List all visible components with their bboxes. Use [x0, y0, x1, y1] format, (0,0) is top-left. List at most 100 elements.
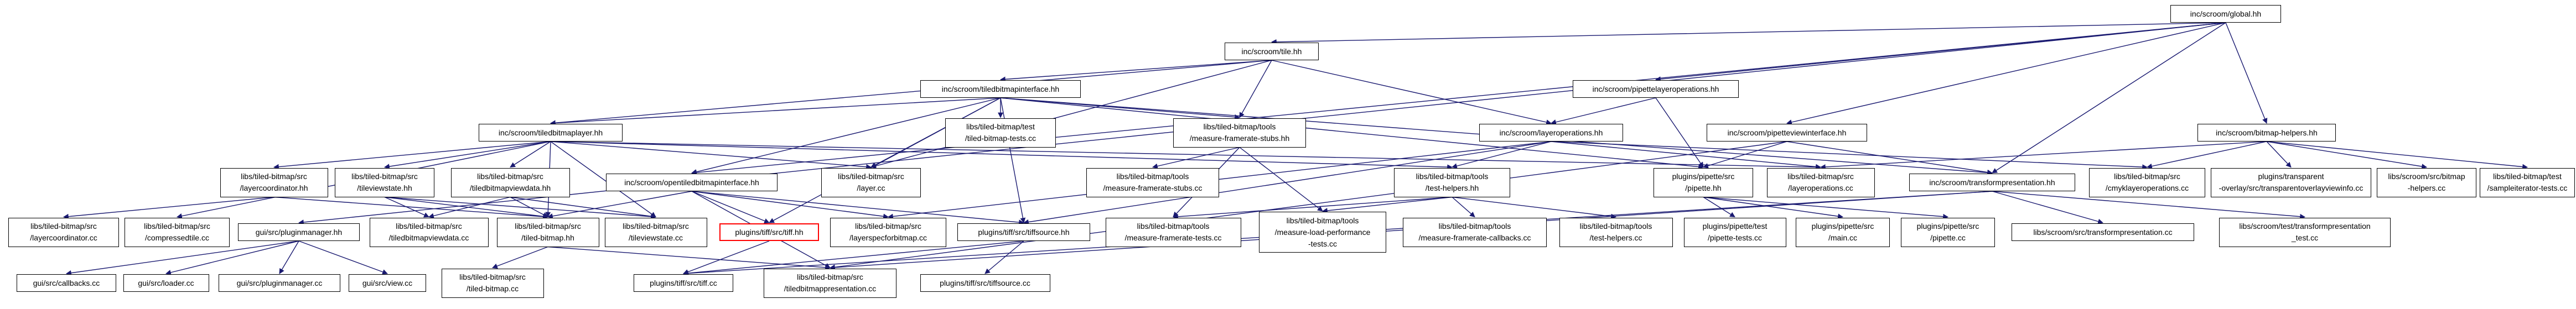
- graph-node-tiled-bitmap-hh[interactable]: libs/tiled-bitmap/src/tiled-bitmap.hh: [496, 217, 599, 247]
- graph-node-tiledbitmappresentation-cc[interactable]: libs/tiled-bitmap/src/tiledbitmappresent…: [764, 268, 896, 298]
- graph-node-callbacks-cc[interactable]: gui/src/callbacks.cc: [17, 274, 116, 292]
- graph-node-tileviewstate-hh[interactable]: libs/tiled-bitmap/src/tileviewstate.hh: [335, 167, 434, 197]
- graph-node-gui-pluginmanager-cc[interactable]: gui/src/pluginmanager.cc: [219, 274, 340, 292]
- graph-node-tiled-bitmap-cc[interactable]: libs/tiled-bitmap/src/tiled-bitmap.cc: [441, 268, 544, 298]
- graph-node-tiff-cc[interactable]: plugins/tiff/src/tiff.cc: [634, 274, 733, 292]
- graph-node-label-line: /tiledbitmapviewdata.hh: [469, 184, 551, 192]
- graph-node-label-line: inc/scroom/opentiledbitmapinterface.hh: [624, 177, 759, 187]
- include-edge-tiled-bitmap-hh--tiledbitmappresentation-cc: [547, 246, 831, 270]
- graph-node-label-line: libs/tiled-bitmap/src: [515, 222, 581, 231]
- graph-node-label-line: libs/tiled-bitmap/src: [623, 222, 689, 231]
- graph-node-label-line: libs/tiled-bitmap/src: [30, 222, 97, 231]
- graph-node-transparentoverlayviewinfo-cc[interactable]: plugins/transparent-overlay/src/transpar…: [2211, 167, 2371, 197]
- include-edge-layeroperations-hh--layeroperations-cc: [1551, 141, 1821, 170]
- graph-node-label-line: libs/tiled-bitmap/src: [838, 172, 904, 181]
- graph-node-label-line: /tiled-bitmap-tests.cc: [965, 134, 1036, 143]
- graph-node-tiff-hh[interactable]: plugins/tiff/src/tiff.hh: [719, 223, 819, 241]
- graph-node-tiledbitmaplayer[interactable]: inc/scroom/tiledbitmaplayer.hh: [479, 124, 623, 142]
- graph-node-gui-pluginmanager-hh[interactable]: gui/src/pluginmanager.hh: [238, 223, 360, 241]
- include-edge-measure-framerate-stubs-hh--measure-load-performance-tests-cc: [1239, 146, 1323, 212]
- graph-node-label-line: /layeroperations.cc: [1788, 184, 1853, 192]
- include-edge-bitmap-helpers-hh--sampleiterator-tests: [2266, 141, 2528, 170]
- graph-node-sampleiterator-tests[interactable]: libs/tiled-bitmap/test/sampleiterator-te…: [2480, 167, 2575, 197]
- graph-node-label-line: inc/scroom/transformpresentation.hh: [1929, 177, 2055, 187]
- graph-node-layercoordinator-hh[interactable]: libs/tiled-bitmap/src/layercoordinator.h…: [220, 167, 328, 197]
- include-edge-layeroperations-hh--test-helpers-hh: [1452, 141, 1552, 169]
- include-edge-test-helpers-hh--measure-framerate-callbacks-cc: [1452, 196, 1475, 218]
- graph-node-pipette-cc[interactable]: plugins/pipette/src/pipette.cc: [1901, 217, 1995, 247]
- graph-node-layercoordinator-cc[interactable]: libs/tiled-bitmap/src/layercoordinator.c…: [8, 217, 119, 247]
- graph-node-measure-framerate-tests-cc[interactable]: libs/tiled-bitmap/tools/measure-framerat…: [1105, 217, 1241, 247]
- graph-node-pipettelayeroperations[interactable]: inc/scroom/pipettelayeroperations.hh: [1573, 80, 1739, 98]
- include-edge-pipette-hh--pipette-tests-cc: [1703, 196, 1735, 218]
- graph-node-label-line: /measure-framerate-callbacks.cc: [1418, 233, 1531, 242]
- graph-node-test-helpers-cc[interactable]: libs/tiled-bitmap/tools/test-helpers.cc: [1559, 217, 1673, 247]
- graph-node-label-line: /layerspecforbitmap.cc: [849, 233, 927, 242]
- include-edge-bitmap-helpers-hh--layeroperations-cc: [1820, 141, 2267, 170]
- graph-node-test-helpers-hh[interactable]: libs/tiled-bitmap/tools/test-helpers.hh: [1394, 167, 1510, 197]
- graph-node-label-line: plugins/pipette/test: [1702, 222, 1768, 231]
- include-edge-bitmap-helpers-hh--bitmap-helpers-cc: [2266, 141, 2427, 169]
- graph-node-view-cc[interactable]: gui/src/view.cc: [349, 274, 426, 292]
- graph-node-label-line: /tileviewstate.cc: [628, 233, 683, 242]
- graph-node-layeroperations-hh[interactable]: inc/scroom/layeroperations.hh: [1479, 124, 1623, 142]
- graph-node-cmyklayeroperations-cc[interactable]: libs/tiled-bitmap/src/cmyklayeroperation…: [2089, 167, 2205, 197]
- graph-node-label-line: libs/tiled-bitmap/src: [396, 222, 462, 231]
- graph-node-label-line: libs/tiled-bitmap/tools: [1137, 222, 1210, 231]
- graph-node-label-line: libs/scroom/src/transformpresentation.cc: [2033, 227, 2173, 237]
- graph-node-transformpresentation-cc[interactable]: libs/scroom/src/transformpresentation.cc: [2012, 223, 2194, 241]
- graph-node-label-line: inc/scroom/tiledbitmapinterface.hh: [941, 84, 1060, 93]
- graph-node-layerspecforbitmap-cc[interactable]: libs/tiled-bitmap/src/layerspecforbitmap…: [830, 217, 946, 247]
- graph-node-pipetteviewinterface[interactable]: inc/scroom/pipetteviewinterface.hh: [1707, 124, 1867, 142]
- include-edge-tiledbitmaplayer--layer-cc: [550, 141, 872, 170]
- graph-node-layeroperations-cc[interactable]: libs/tiled-bitmap/src/layeroperations.cc: [1766, 167, 1875, 197]
- graph-node-label-line: _test.cc: [2291, 233, 2319, 242]
- graph-node-tiledbitmapinterface[interactable]: inc/scroom/tiledbitmapinterface.hh: [920, 80, 1081, 98]
- graph-node-bitmap-helpers-hh[interactable]: inc/scroom/bitmap-helpers.hh: [2197, 124, 2336, 142]
- graph-node-tiffsource-hh[interactable]: plugins/tiff/src/tiffsource.hh: [957, 223, 1090, 241]
- graph-node-pipette-main-cc[interactable]: plugins/pipette/src/main.cc: [1796, 217, 1890, 247]
- graph-node-bitmap-helpers-cc[interactable]: libs/scroom/src/bitmap-helpers.cc: [2377, 167, 2476, 197]
- graph-node-transformpresentation-test-cc[interactable]: libs/scroom/test/transformpresentation _t…: [2219, 217, 2391, 247]
- graph-node-label-line: inc/scroom/tile.hh: [1241, 46, 1302, 56]
- graph-node-label-line: /sampleiterator-tests.cc: [2487, 184, 2568, 192]
- graph-node-measure-load-performance-tests-cc[interactable]: libs/tiled-bitmap/tools/measure-load-per…: [1259, 212, 1386, 253]
- graph-node-label-line: libs/tiled-bitmap/src: [351, 172, 418, 181]
- graph-node-label-line: gui/src/pluginmanager.hh: [255, 227, 343, 237]
- graph-node-label-line: plugins/pipette/src: [1672, 172, 1735, 181]
- graph-node-measure-framerate-callbacks-cc[interactable]: libs/tiled-bitmap/tools/measure-framerat…: [1403, 217, 1547, 247]
- graph-node-global[interactable]: inc/scroom/global.hh: [2170, 5, 2281, 23]
- include-edge-global--opentiledbitmapinterface: [691, 22, 2226, 176]
- graph-node-pipette-hh[interactable]: plugins/pipette/src/pipette.hh: [1654, 167, 1753, 197]
- graph-node-compressedtile-cc[interactable]: libs/tiled-bitmap/src/compressedtile.cc: [125, 217, 230, 247]
- include-edge-tile--measure-framerate-stubs-hh: [1239, 60, 1272, 118]
- graph-node-pipette-tests-cc[interactable]: plugins/pipette/test/pipette-tests.cc: [1683, 217, 1786, 247]
- graph-node-tile[interactable]: inc/scroom/tile.hh: [1225, 43, 1319, 60]
- graph-node-opentiledbitmapinterface[interactable]: inc/scroom/opentiledbitmapinterface.hh: [606, 174, 778, 191]
- graph-node-layer-cc[interactable]: libs/tiled-bitmap/src/layer.cc: [821, 167, 921, 197]
- graph-node-transformpresentation-hh[interactable]: inc/scroom/transformpresentation.hh: [1909, 174, 2075, 191]
- graph-node-tiledbitmapviewdata-cc[interactable]: libs/tiled-bitmap/src/tiledbitmapviewdat…: [369, 217, 489, 247]
- graph-node-label-line: plugins/pipette/src: [1916, 222, 1979, 231]
- graph-node-measure-framerate-stubs-hh[interactable]: libs/tiled-bitmap/tools/measure-framerat…: [1173, 118, 1306, 148]
- graph-node-label-line: libs/scroom/test/transformpresentation: [2239, 222, 2371, 231]
- graph-node-measure-framerate-stubs-cc[interactable]: libs/tiled-bitmap/tools/measure-framerat…: [1086, 167, 1219, 197]
- graph-node-label-line: /tiled-bitmap.cc: [466, 284, 519, 293]
- graph-node-loader-cc[interactable]: gui/src/loader.cc: [123, 274, 209, 292]
- graph-node-label-line: -overlay/src/transparentoverlayviewinfo.…: [2219, 184, 2364, 192]
- graph-node-label-line: /tiledbitmapviewdata.cc: [388, 233, 469, 242]
- graph-node-tiffsource-cc[interactable]: plugins/tiff/src/tiffsource.cc: [920, 274, 1050, 292]
- include-edge-bitmap-helpers-hh--transparentoverlayviewinfo-cc: [2266, 141, 2292, 168]
- graph-node-label-line: plugins/tiff/src/tiff.cc: [650, 278, 717, 287]
- graph-node-label-line: libs/tiled-bitmap/tools: [1286, 216, 1359, 225]
- graph-node-label-line: /pipette.hh: [1685, 184, 1722, 192]
- include-edge-pipettelayeroperations--layeroperations-hh: [1551, 97, 1656, 125]
- include-edge-tile--layeroperations-hh: [1271, 60, 1552, 125]
- include-edge-layercoordinator-hh--layercoordinator-cc: [63, 196, 274, 219]
- graph-node-tileviewstate-cc[interactable]: libs/tiled-bitmap/src/tileviewstate.cc: [604, 217, 707, 247]
- graph-node-label-line: /measure-load-performance: [1274, 227, 1371, 237]
- graph-node-label-line: /measure-framerate-stubs.hh: [1189, 134, 1290, 143]
- graph-node-tiled-bitmap-tests[interactable]: libs/tiled-bitmap/test/tiled-bitmap-test…: [945, 118, 1056, 148]
- graph-node-tiledbitmapviewdata-hh[interactable]: libs/tiled-bitmap/src/tiledbitmapviewdat…: [450, 167, 570, 197]
- include-edge-layercoordinator-hh--tiled-bitmap-hh: [273, 196, 548, 219]
